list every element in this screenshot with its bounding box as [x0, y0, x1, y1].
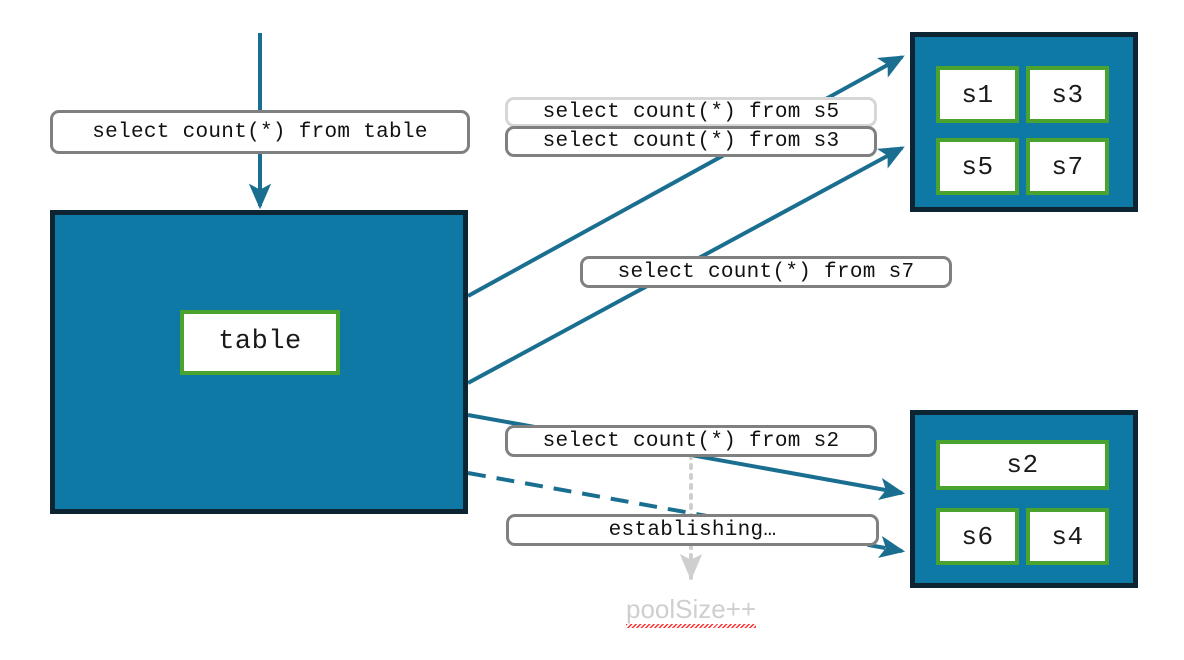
server-node-s1[interactable]: s1	[936, 66, 1019, 123]
server-node-s5-label: s5	[961, 151, 994, 182]
server-node-s7[interactable]: s7	[1026, 138, 1109, 195]
table-node-label: table	[218, 327, 302, 357]
pill-query-s5[interactable]: select count(*) from s5	[505, 97, 877, 127]
poolsize-annotation: poolSize++	[626, 594, 757, 628]
pill-establishing[interactable]: establishing…	[506, 514, 879, 546]
server-node-s2-label: s2	[1006, 450, 1039, 480]
pill-query-table-label: select count(*) from table	[92, 120, 428, 144]
pill-query-s3[interactable]: select count(*) from s3	[505, 126, 877, 157]
pill-query-s2[interactable]: select count(*) from s2	[505, 425, 877, 457]
server-node-s7-label: s7	[1051, 151, 1084, 182]
server-node-s4-label: s4	[1051, 521, 1084, 552]
poolsize-annotation-label: poolSize++	[626, 594, 757, 628]
pill-query-s5-label: select count(*) from s5	[542, 100, 840, 124]
pill-query-s2-label: select count(*) from s2	[542, 429, 840, 453]
server-node-s5[interactable]: s5	[936, 138, 1019, 195]
server-node-s3[interactable]: s3	[1026, 66, 1109, 123]
pill-query-s3-label: select count(*) from s3	[542, 130, 840, 153]
table-node[interactable]: table	[180, 310, 340, 375]
pill-query-s7-label: select count(*) from s7	[617, 260, 915, 284]
pill-query-table[interactable]: select count(*) from table	[50, 110, 470, 154]
pill-query-s7[interactable]: select count(*) from s7	[580, 256, 952, 288]
server-node-s4[interactable]: s4	[1026, 508, 1109, 565]
server-node-s1-label: s1	[961, 79, 994, 110]
server-node-s6[interactable]: s6	[936, 508, 1019, 565]
server-node-s6-label: s6	[961, 521, 994, 552]
pill-establishing-label: establishing…	[608, 518, 777, 542]
lower-server-cluster[interactable]	[910, 410, 1138, 588]
server-node-s3-label: s3	[1051, 79, 1084, 110]
server-node-s2[interactable]: s2	[936, 440, 1109, 490]
